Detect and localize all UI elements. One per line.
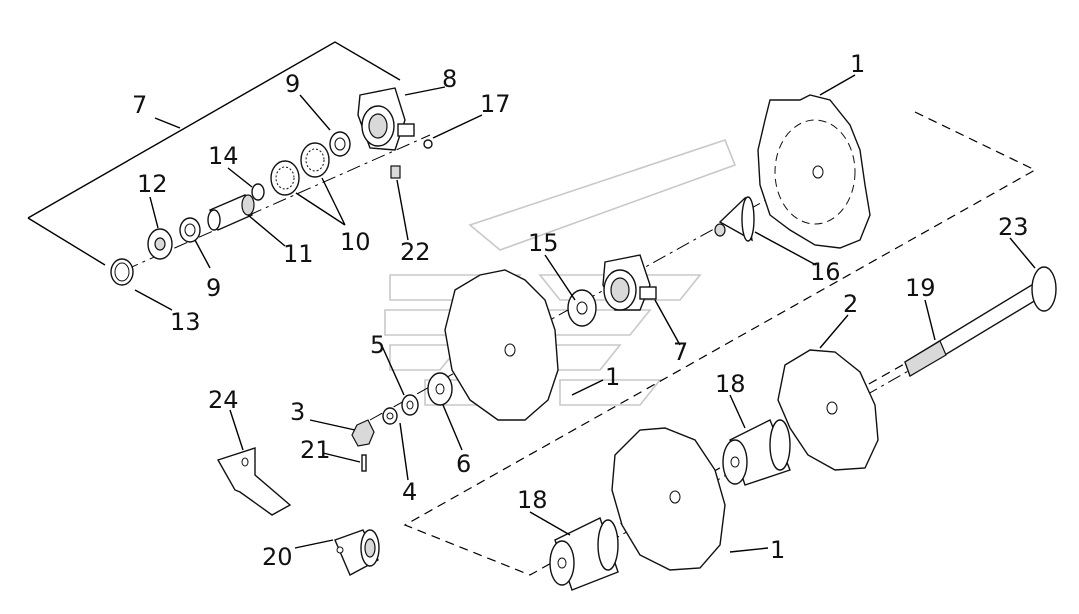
callout-11: 11 bbox=[283, 240, 314, 268]
callout-8: 8 bbox=[442, 65, 457, 93]
callout-9-bottom: 9 bbox=[206, 274, 221, 302]
callout-16: 16 bbox=[810, 258, 841, 286]
callout-1-middle: 1 bbox=[605, 363, 620, 391]
callout-2: 2 bbox=[843, 290, 858, 318]
callout-15: 15 bbox=[528, 229, 559, 257]
assembly-axis bbox=[124, 134, 431, 271]
part-16-hub-cone bbox=[714, 196, 755, 242]
part-21-cotter-pin bbox=[361, 454, 367, 472]
part-1-sprocket-top bbox=[757, 94, 871, 249]
part-2-sprocket bbox=[777, 349, 879, 471]
part-5-washer bbox=[401, 394, 419, 416]
part-17-grease-fitting bbox=[423, 139, 433, 149]
part-18-roller-right bbox=[722, 419, 791, 486]
part-7-bearing-housing-lower bbox=[602, 254, 657, 311]
callout-24: 24 bbox=[208, 386, 239, 414]
callout-1-top: 1 bbox=[850, 50, 865, 78]
callout-3: 3 bbox=[290, 398, 305, 426]
callout-22: 22 bbox=[400, 238, 431, 266]
part-9-washer-left bbox=[179, 217, 201, 243]
callout-6: 6 bbox=[456, 450, 471, 478]
callout-7-upper: 7 bbox=[132, 91, 147, 119]
group-7-bracket bbox=[27, 41, 401, 266]
part-4-washer bbox=[382, 407, 398, 425]
callout-12: 12 bbox=[137, 170, 168, 198]
callout-10: 10 bbox=[340, 228, 371, 256]
part-23-shaft-head bbox=[1031, 266, 1057, 312]
part-13-snap-ring bbox=[110, 258, 134, 286]
part-15-washer bbox=[567, 289, 597, 327]
part-10-bearings bbox=[270, 142, 330, 196]
callout-17: 17 bbox=[480, 90, 511, 118]
callout-4: 4 bbox=[402, 478, 417, 506]
callout-13: 13 bbox=[170, 308, 201, 336]
part-3-castle-nut bbox=[351, 419, 375, 447]
part-11-spacer bbox=[207, 194, 255, 231]
part-6-washer bbox=[427, 372, 453, 406]
part-9-washer-right bbox=[329, 131, 351, 157]
callout-20: 20 bbox=[262, 543, 293, 571]
callout-5: 5 bbox=[370, 331, 385, 359]
part-12-bushing bbox=[147, 228, 173, 260]
part-22-set-screw bbox=[390, 165, 401, 179]
part-24-bracket bbox=[216, 447, 292, 516]
callout-14: 14 bbox=[208, 142, 239, 170]
callout-21: 21 bbox=[300, 436, 331, 464]
part-8-bearing-housing bbox=[357, 87, 415, 151]
callout-1-bottom: 1 bbox=[770, 536, 785, 564]
callout-18-right: 18 bbox=[715, 370, 746, 398]
part-20-coupler bbox=[334, 529, 380, 576]
callout-23: 23 bbox=[998, 213, 1029, 241]
callout-7-lower: 7 bbox=[673, 338, 688, 366]
callout-18-left: 18 bbox=[517, 486, 548, 514]
part-18-roller-left bbox=[549, 517, 619, 591]
part-19-shaft bbox=[904, 278, 1047, 378]
callout-19: 19 bbox=[905, 274, 936, 302]
part-1-sprocket-middle bbox=[444, 269, 559, 421]
part-1-sprocket-bottom bbox=[611, 427, 726, 571]
callout-labels: 1 16 23 19 2 18 18 1 1 7 15 8 17 9 7 14 … bbox=[132, 50, 1029, 571]
part-14-ring bbox=[251, 183, 265, 201]
callout-9-top: 9 bbox=[285, 70, 300, 98]
leader-lines bbox=[134, 74, 1036, 553]
